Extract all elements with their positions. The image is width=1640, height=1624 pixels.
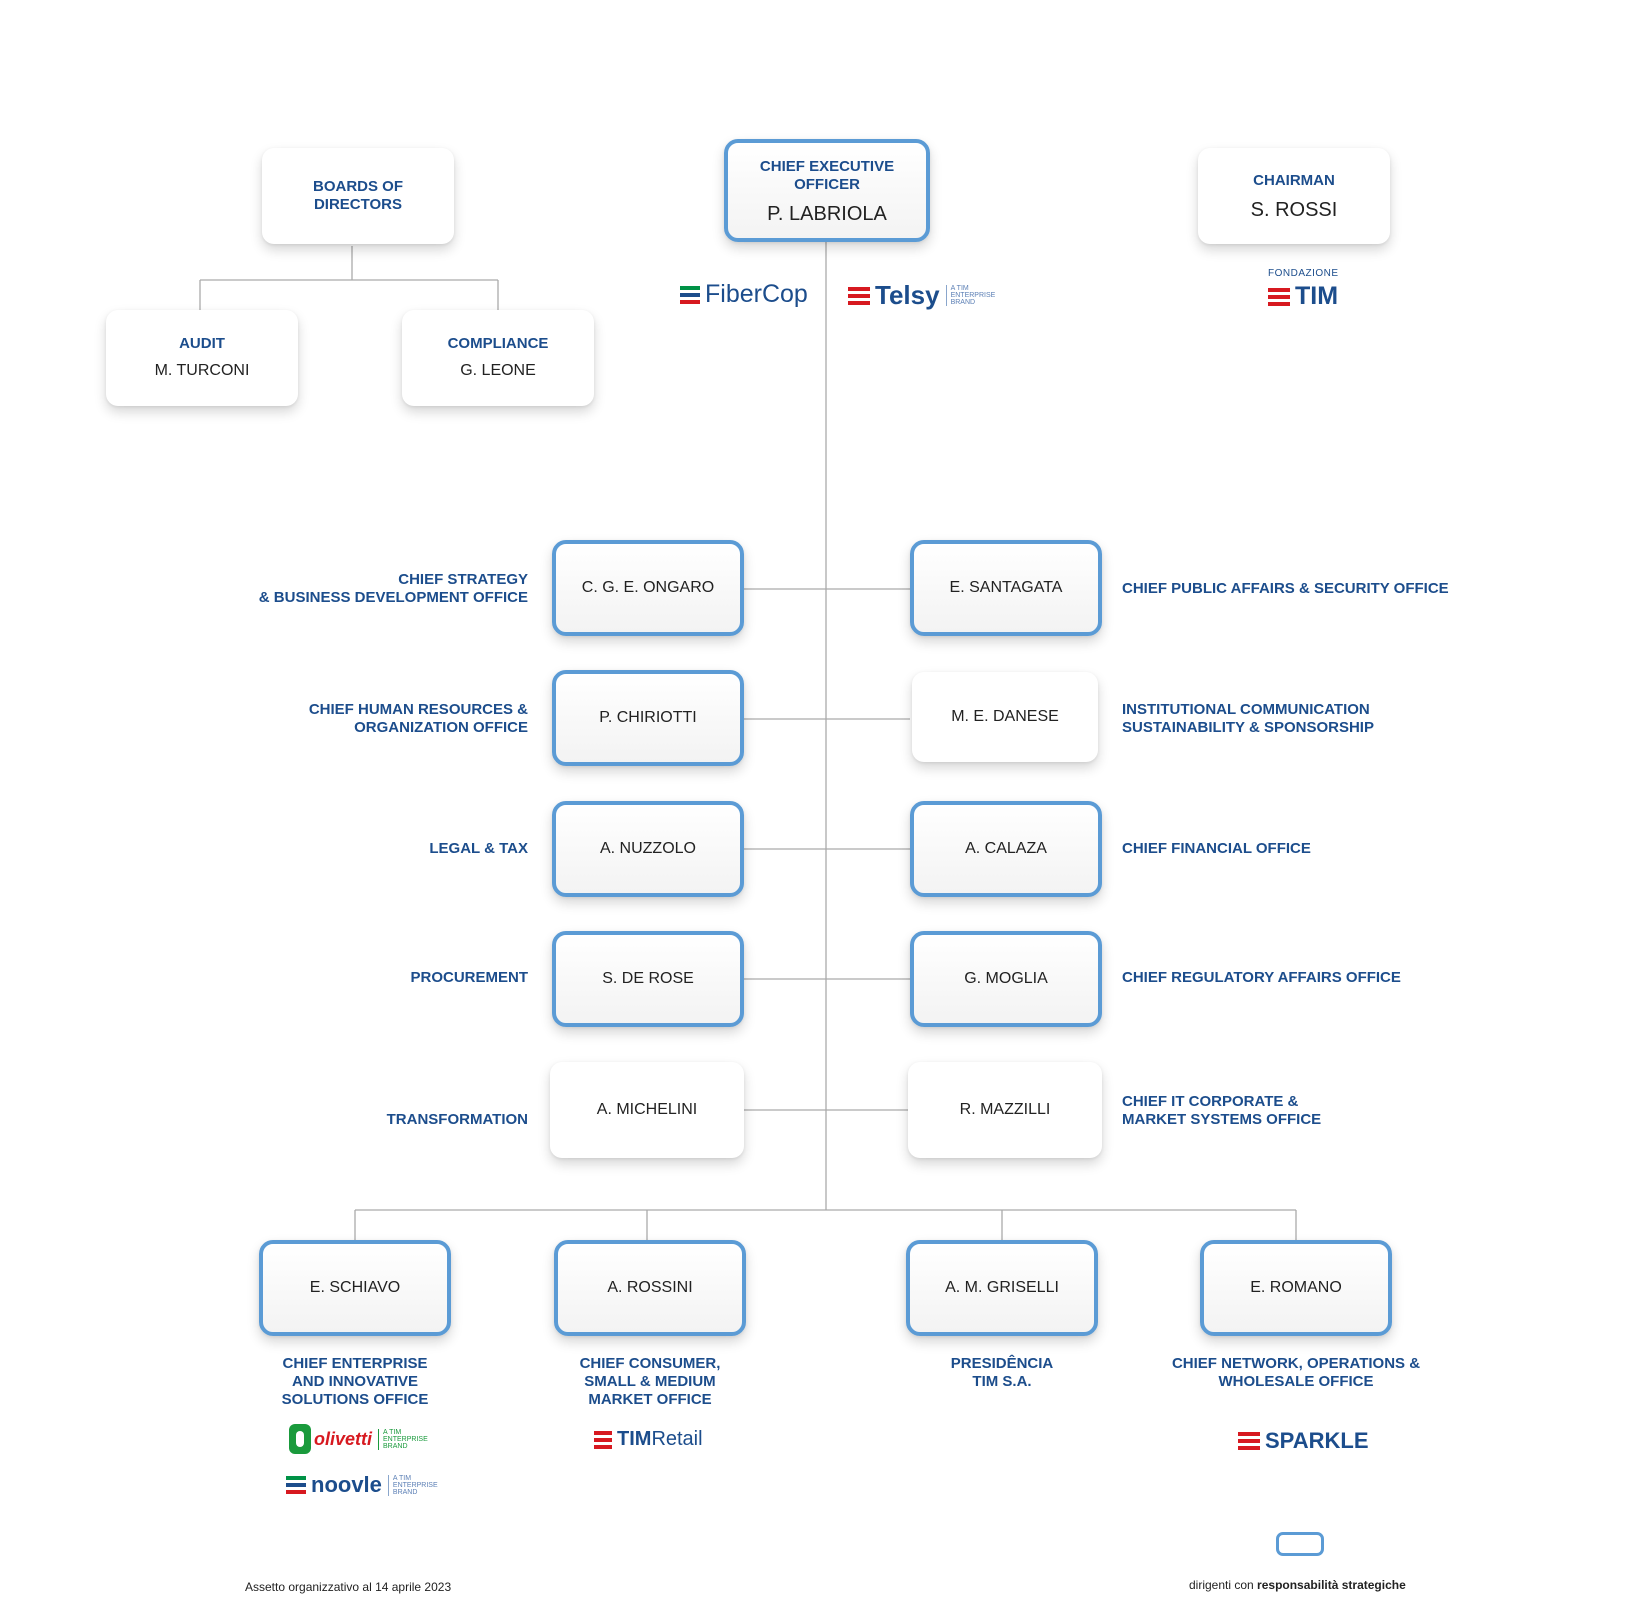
olivetti-mark-icon [289,1424,311,1454]
tim-mark-icon [848,286,870,305]
audit-name: M. TURCONI [154,362,250,379]
danese-label: INSTITUTIONAL COMMUNICATION SUSTAINABILI… [1122,701,1374,736]
griselli-box: A. M. GRISELLI [906,1240,1098,1336]
compliance-box: COMPLIANCE G. LEONE [402,310,594,406]
danese-box: M. E. DANESE [912,672,1098,762]
moglia-box: G. MOGLIA [910,931,1102,1027]
fibercop-mark-icon [680,285,700,304]
legend-text: dirigenti con responsabilità strategiche [1189,1578,1406,1592]
schiavo-label: CHIEF ENTERPRISE AND INNOVATIVE SOLUTION… [281,1355,429,1408]
tim-mark-icon [594,1430,612,1449]
romano-label: CHIEF NETWORK, OPERATIONS & WHOLESALE OF… [1171,1355,1421,1390]
santagata-label: CHIEF PUBLIC AFFAIRS & SECURITY OFFICE [1122,580,1449,597]
tim-mark-icon [1268,287,1290,306]
mazzilli-label: CHIEF IT CORPORATE & MARKET SYSTEMS OFFI… [1122,1093,1322,1128]
romano-box: E. ROMANO [1200,1240,1392,1336]
noovle-logo: noovle A TIM ENTERPRISE BRAND [286,1472,438,1498]
board-title: BOARDS OF DIRECTORS [313,178,403,213]
michelini-label: TRANSFORMATION [386,1111,528,1128]
board-of-directors-box: BOARDS OF DIRECTORS [262,148,454,244]
chiriotti-label: CHIEF HUMAN RESOURCES & ORGANIZATION OFF… [308,701,528,736]
rossini-label: CHIEF CONSUMER, SMALL & MEDIUM MARKET OF… [579,1355,721,1408]
michelini-box: A. MICHELINI [550,1062,744,1158]
tim-mark-icon [1238,1432,1260,1450]
ceo-name: P. LABRIOLA [767,202,887,225]
audit-box: AUDIT M. TURCONI [106,310,298,406]
olivetti-logo: olivetti A TIM ENTERPRISE BRAND [289,1424,428,1454]
chiriotti-box: P. CHIRIOTTI [552,670,744,766]
chairman-title: CHAIRMAN [1253,172,1335,189]
timretail-logo: TIM Retail [594,1428,703,1451]
calaza-box: A. CALAZA [910,801,1102,897]
griselli-label: PRESIDÊNCIA TIM S.A. [950,1355,1054,1390]
ongaro-box: C. G. E. ONGARO [552,540,744,636]
mazzilli-box: R. MAZZILLI [908,1062,1102,1158]
compliance-name: G. LEONE [460,362,536,379]
rossini-box: A. ROSSINI [554,1240,746,1336]
nuzzolo-label: LEGAL & TAX [429,840,528,857]
ongaro-label: CHIEF STRATEGY & BUSINESS DEVELOPMENT OF… [258,571,528,606]
legend-swatch-icon [1276,1532,1324,1556]
moglia-label: CHIEF REGULATORY AFFAIRS OFFICE [1122,969,1401,986]
nuzzolo-box: A. NUZZOLO [552,801,744,897]
fondazione-tim-logo: FONDAZIONE TIM [1268,268,1339,310]
derose-box: S. DE ROSE [552,931,744,1027]
schiavo-box: E. SCHIAVO [259,1240,451,1336]
ceo-box: CHIEF EXECUTIVE OFFICER P. LABRIOLA [724,139,930,242]
compliance-title: COMPLIANCE [447,335,549,352]
chairman-name: S. ROSSI [1250,199,1338,221]
santagata-box: E. SANTAGATA [910,540,1102,636]
sparkle-logo: SPARKLE [1238,1428,1369,1454]
chairman-box: CHAIRMAN S. ROSSI [1198,148,1390,244]
derose-label: PROCUREMENT [410,969,528,986]
fibercop-logo: FiberCop [680,280,808,309]
telsy-logo: Telsy A TIM ENTERPRISE BRAND [848,280,995,311]
date-note: Assetto organizzativo al 14 aprile 2023 [245,1580,452,1594]
noovle-mark-icon [286,1476,306,1494]
audit-title: AUDIT [179,335,225,352]
ceo-title: CHIEF EXECUTIVE OFFICER [759,157,895,193]
calaza-label: CHIEF FINANCIAL OFFICE [1122,840,1311,857]
